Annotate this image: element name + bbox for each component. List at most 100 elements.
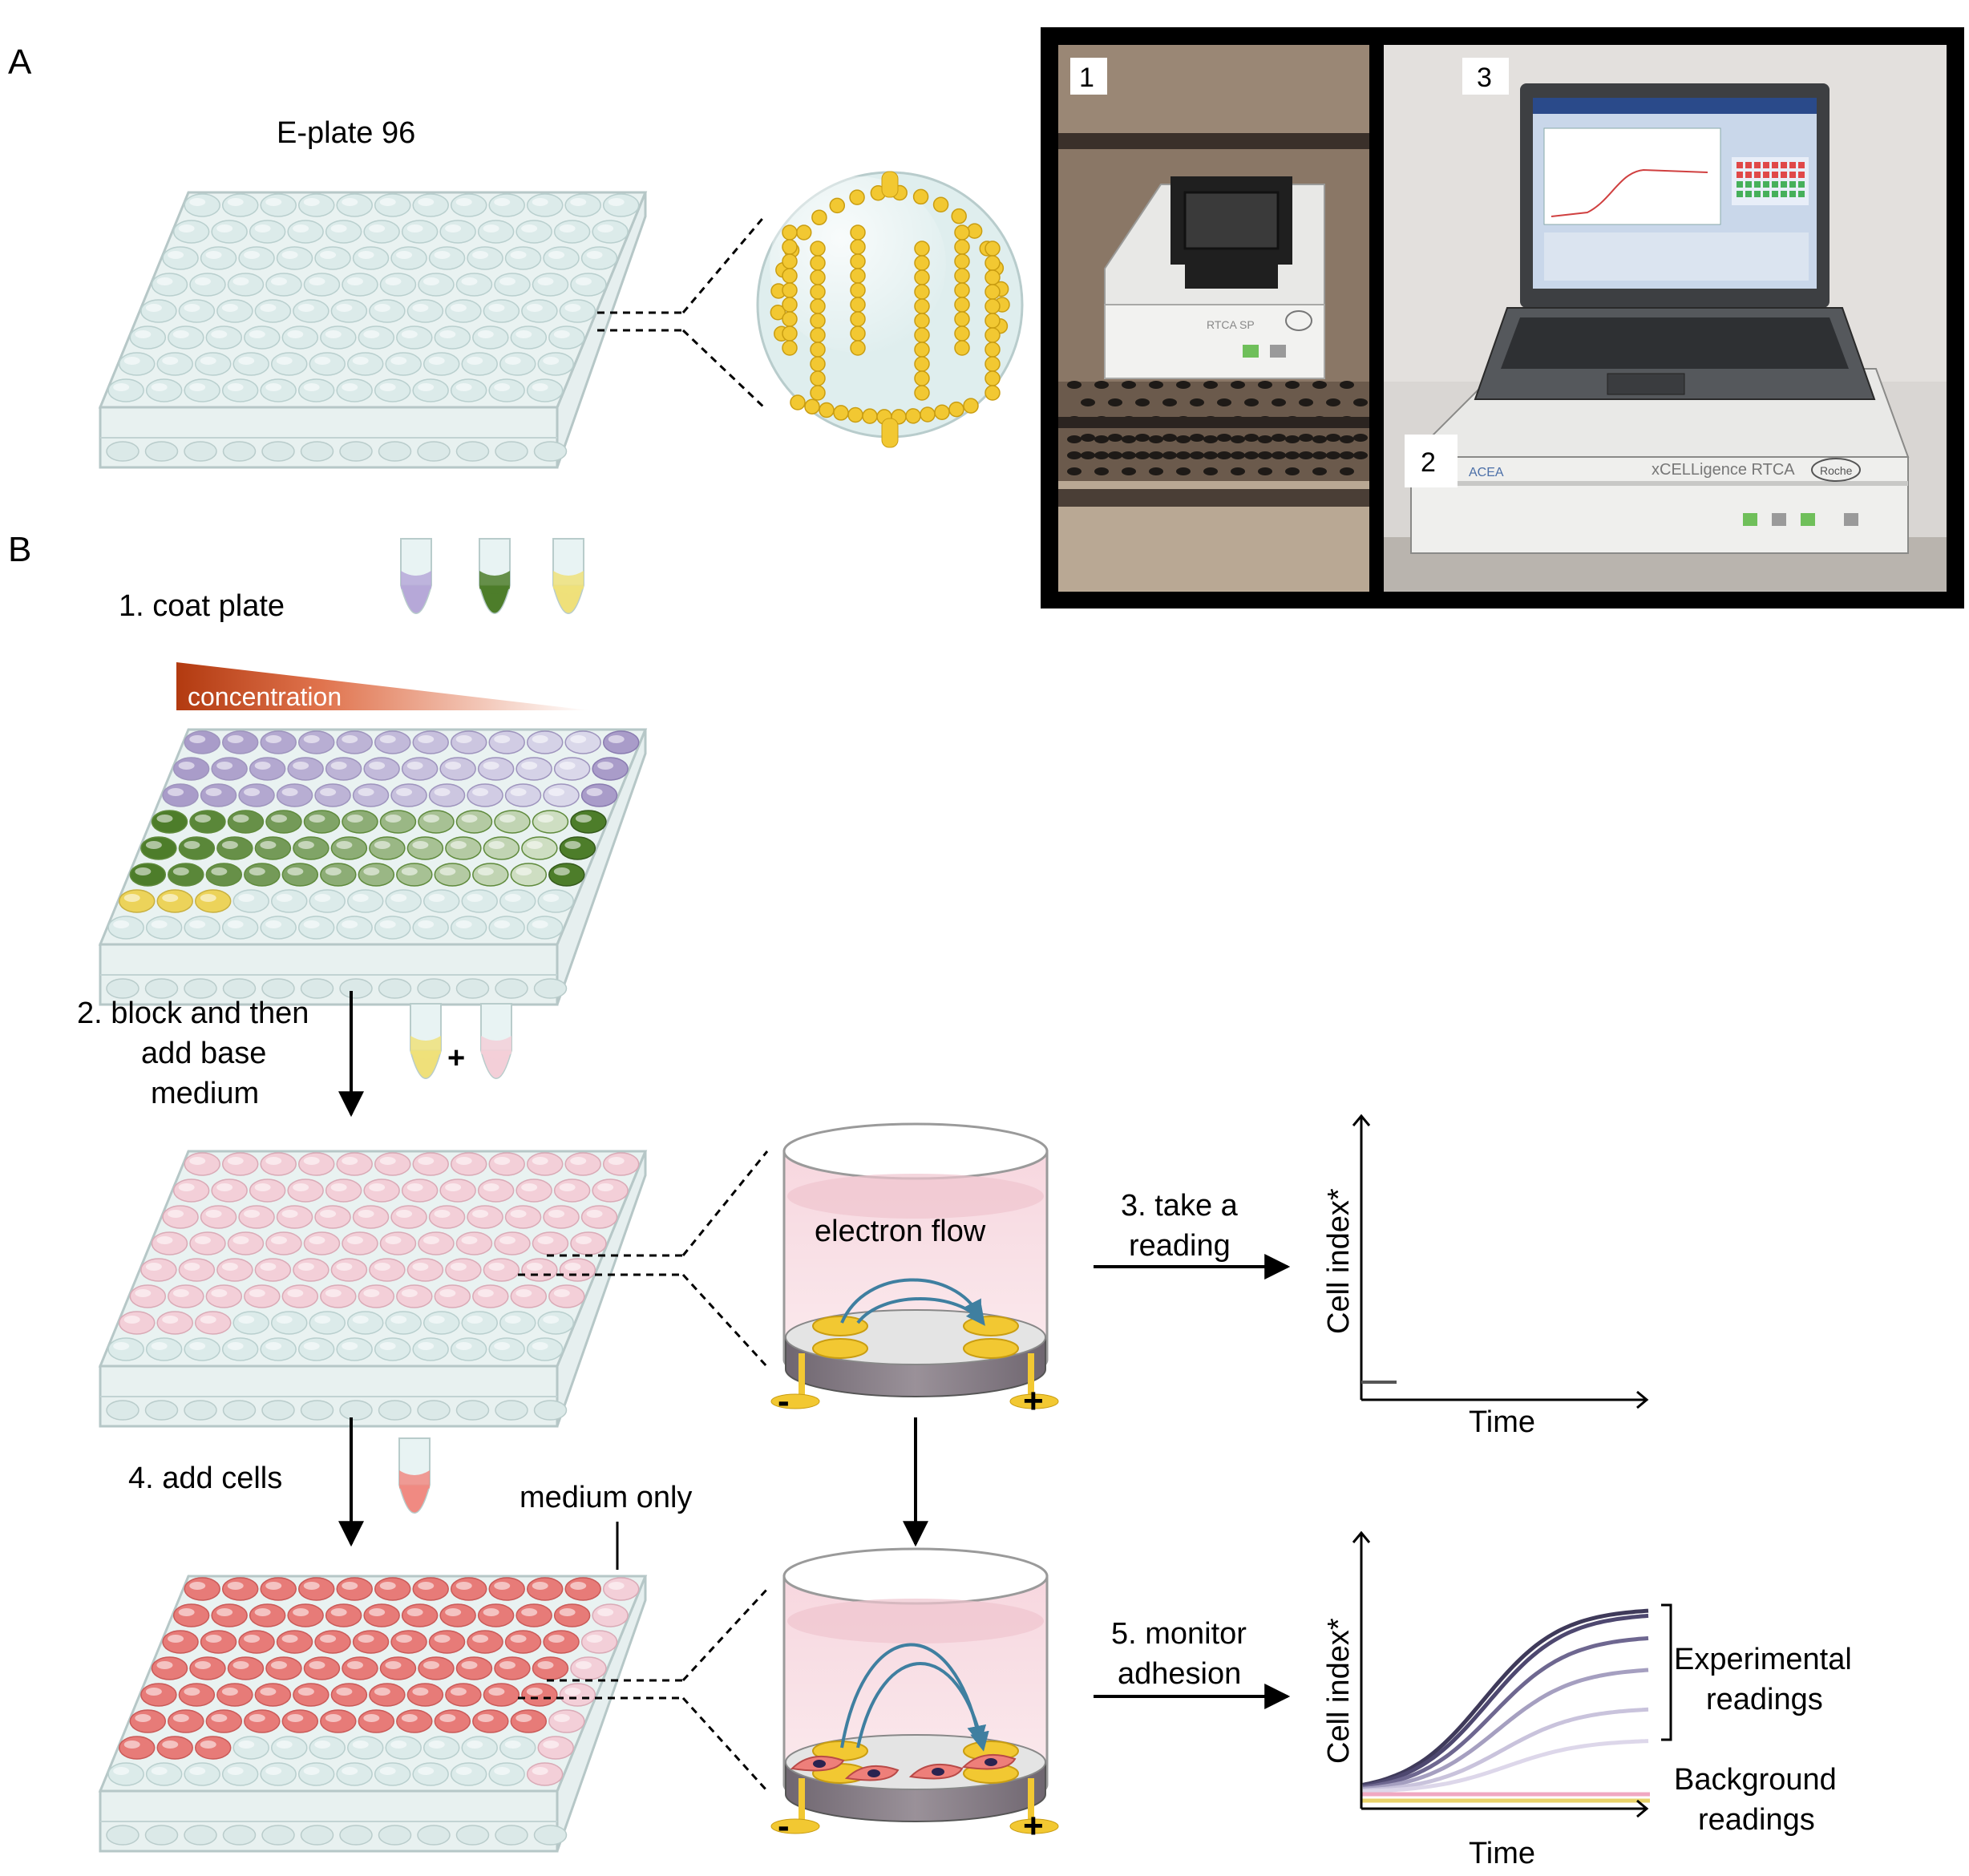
- plate-well: [428, 1205, 466, 1229]
- gold-electrode-pad: [963, 1338, 1019, 1359]
- plate-well: [385, 1736, 422, 1760]
- plate-well: [194, 889, 232, 913]
- shelf-hole: [1244, 451, 1259, 459]
- tube-liquid: [399, 1470, 430, 1494]
- zoom-lines-b2: [518, 1150, 769, 1369]
- plate-well: [374, 378, 411, 402]
- plate-well: [455, 273, 493, 297]
- plate-well: [325, 220, 362, 244]
- shelf-hole: [1067, 381, 1082, 389]
- plate-well: [336, 1577, 373, 1601]
- shelf-hole: [1081, 451, 1095, 459]
- plate-bottom-well: [222, 441, 257, 462]
- plate-well: [455, 810, 493, 834]
- plate-well: [477, 1603, 515, 1627]
- electrode-bead: [833, 405, 849, 421]
- plate-title: E-plate 96: [277, 116, 415, 150]
- shelf-hole: [1094, 435, 1109, 443]
- plate-well: [254, 299, 292, 323]
- plate-well: [488, 378, 525, 402]
- plate-well: [287, 1179, 324, 1203]
- plate-well: [510, 325, 548, 350]
- plate-well: [303, 810, 341, 834]
- plate-well: [221, 916, 259, 940]
- graph2-xlabel: Time: [1469, 1837, 1535, 1870]
- plate-well: [445, 836, 482, 860]
- electrode-bead: [804, 398, 820, 414]
- shelf-hole: [1203, 451, 1218, 459]
- plate-well: [320, 1709, 357, 1733]
- plate-well: [358, 1284, 395, 1308]
- graph1-xlabel: Time: [1469, 1405, 1535, 1439]
- plate-well: [227, 1656, 265, 1680]
- lead-plus: [1028, 1353, 1034, 1400]
- shelf-hole: [1067, 451, 1082, 459]
- electrode-bead: [782, 297, 798, 313]
- plate-well: [526, 378, 564, 402]
- plate-bottom-well: [455, 1825, 490, 1846]
- plate-well: [336, 730, 373, 754]
- plate-well: [221, 1337, 259, 1361]
- plate-well: [467, 1630, 503, 1654]
- plate-well: [526, 916, 564, 940]
- plate-well: [172, 1179, 210, 1203]
- plate-well: [205, 1709, 243, 1733]
- plate-well: [260, 1152, 297, 1176]
- screen-well-dot: [1789, 191, 1796, 197]
- plate-well: [450, 916, 487, 940]
- plate-well: [260, 1337, 297, 1361]
- step-block-line1: 2. block and then: [77, 997, 309, 1030]
- electrode-bead: [849, 189, 865, 205]
- plate-well: [592, 220, 629, 244]
- plate-well: [189, 273, 226, 297]
- plate-well: [358, 1709, 395, 1733]
- plate-well: [379, 1656, 417, 1680]
- plate-well: [488, 193, 525, 217]
- plate-well: [184, 1762, 220, 1786]
- plate-coated: [98, 728, 648, 1006]
- plate-well: [374, 193, 411, 217]
- plate-well: [418, 1231, 455, 1255]
- plate-well: [346, 889, 384, 913]
- electrode-bead: [914, 370, 930, 386]
- electrode-bead: [819, 402, 835, 418]
- plate-well: [434, 325, 471, 350]
- electrode-zoom-circle: [756, 171, 1024, 448]
- plate-well: [363, 1603, 400, 1627]
- electrode-bead: [810, 327, 826, 343]
- cell-nucleus: [932, 1768, 944, 1776]
- cell-nucleus: [984, 1758, 997, 1766]
- plate-well: [297, 193, 335, 217]
- plate-bottom-well: [261, 1400, 295, 1421]
- screen-well-dot: [1745, 191, 1752, 197]
- shelf-hole: [1162, 398, 1177, 406]
- shelf-hole: [1299, 451, 1313, 459]
- shelf-hole: [1244, 398, 1259, 406]
- shelf-hole: [1135, 434, 1150, 442]
- electrode-bead: [770, 305, 786, 321]
- shelf-hole: [1231, 381, 1245, 389]
- plate-well: [483, 836, 520, 860]
- plate-well: [515, 1179, 552, 1203]
- plate-well: [570, 810, 607, 834]
- shelf-hole: [1312, 467, 1327, 475]
- plate-well: [602, 1152, 640, 1176]
- electrode-bead: [850, 340, 866, 356]
- electrode-bead: [850, 239, 866, 255]
- electrode-bead: [984, 342, 1001, 358]
- electron-flow-label: electron flow: [815, 1215, 986, 1248]
- experimental-curve: [1362, 1613, 1649, 1789]
- electron-flow-arc: [840, 1643, 987, 1749]
- plate-well: [374, 1577, 411, 1601]
- shelf-hole: [1122, 381, 1136, 389]
- plate-well: [559, 1683, 596, 1707]
- electrode-bead: [782, 268, 798, 284]
- plate-bottom-well: [533, 1825, 568, 1846]
- shelf-hole: [1231, 435, 1245, 443]
- plate-bottom-well: [300, 441, 334, 462]
- plate-well: [221, 193, 259, 217]
- plate-well: [374, 1762, 411, 1786]
- screen-well-dot: [1781, 172, 1787, 178]
- plate-well: [472, 863, 509, 887]
- electrode-bead: [984, 255, 1001, 271]
